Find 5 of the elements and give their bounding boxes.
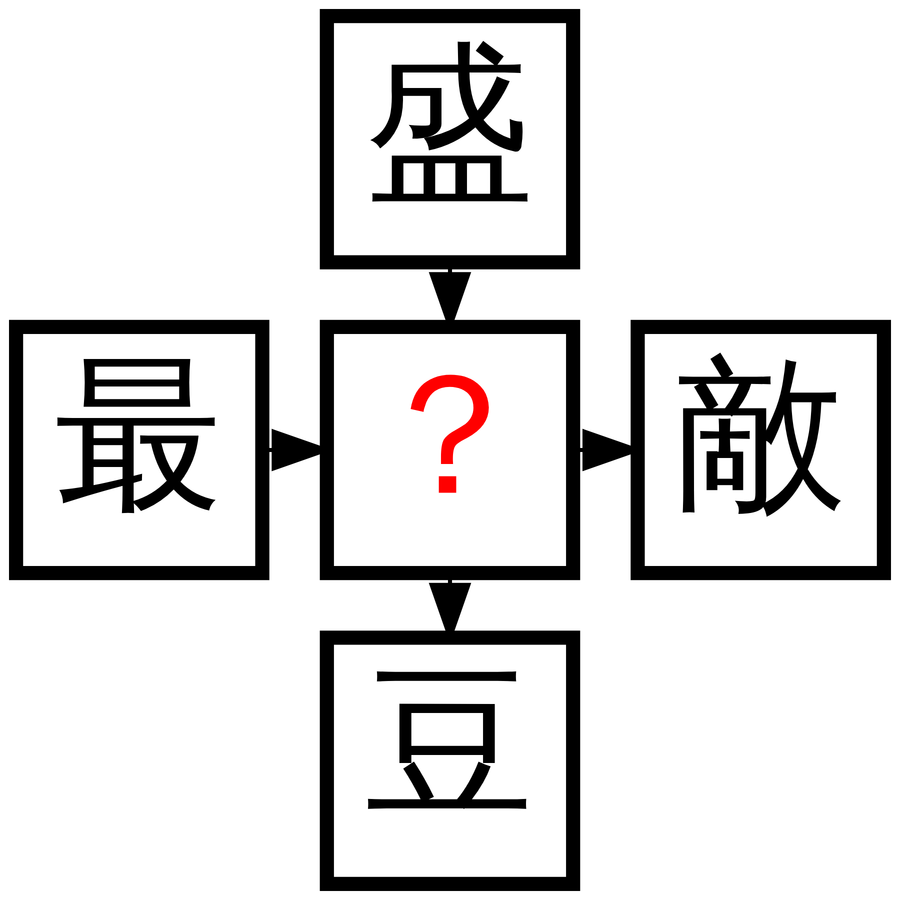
node-box: 最 <box>9 320 270 580</box>
node-box: 盛 <box>320 9 580 270</box>
node-box: ？ <box>320 320 580 580</box>
node-box: 敵 <box>630 320 891 580</box>
node-box: 豆 <box>320 630 580 891</box>
